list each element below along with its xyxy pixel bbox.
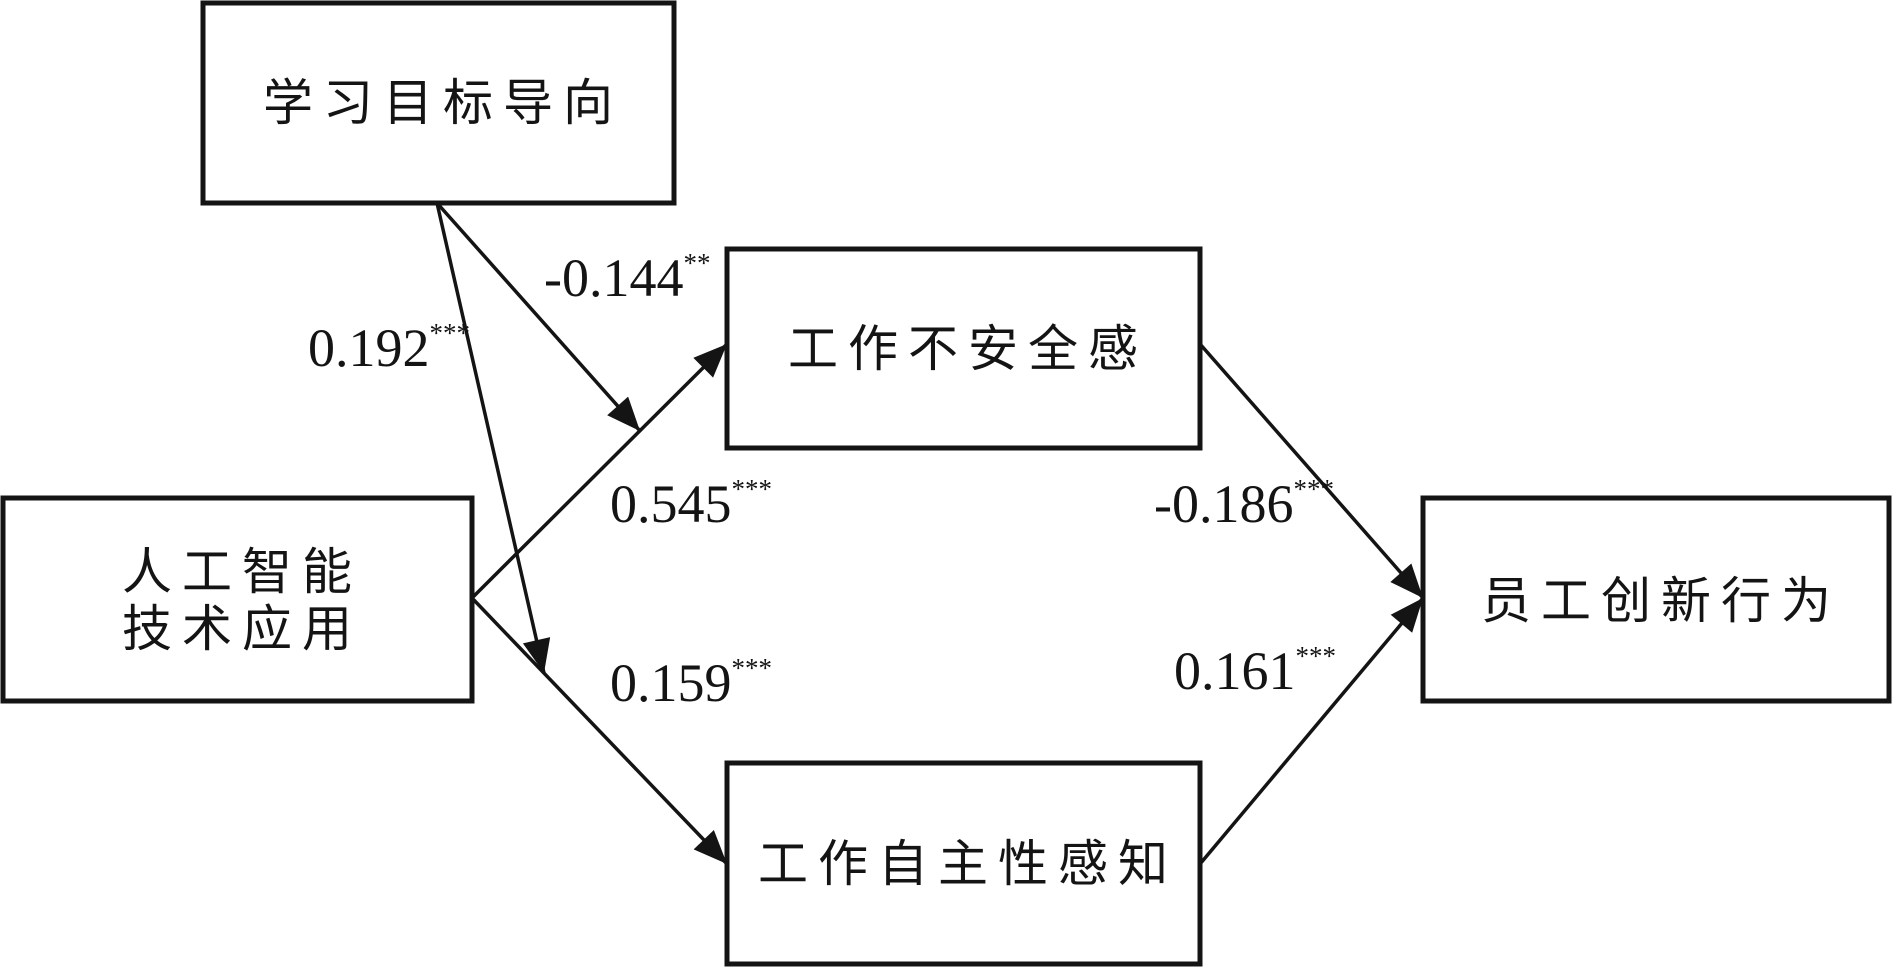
node-innovative-behavior: 员工创新行为	[1420, 495, 1892, 704]
node-box	[724, 246, 1203, 451]
node-label: 工作不安全感	[788, 320, 1148, 378]
coef-moderation-on-autonomy: 0.192***	[308, 318, 470, 378]
coef-autonomy-to-innovation: 0.161***	[1174, 641, 1336, 701]
coef-value: -0.186	[1154, 474, 1293, 534]
node-learning-goal-orientation: 学习目标导向	[200, 0, 677, 206]
node-label: 员工创新行为	[1481, 572, 1841, 630]
coef-moderation-on-insecurity: -0.144**	[544, 248, 710, 308]
significance-marker: ***	[430, 318, 471, 348]
coef-ai-to-insecurity: 0.545***	[610, 474, 772, 534]
node-ai-application: 人工智能 技术应用	[0, 495, 475, 704]
significance-marker: ***	[732, 474, 773, 504]
innovative-behavior-label: 员工创新行为	[1481, 572, 1841, 630]
learning-goal-orientation-label: 学习目标导向	[263, 74, 623, 132]
job-autonomy-label: 工作自主性感知	[758, 835, 1178, 893]
node-label-line2: 技术应用	[122, 600, 362, 658]
significance-marker: **	[683, 248, 710, 278]
significance-marker: ***	[1293, 474, 1334, 504]
edge-ai-to-autonomy	[470, 596, 729, 866]
coef-value: 0.192	[308, 318, 430, 378]
ai-application-label-line1: 人工智能	[122, 543, 362, 601]
coef-value: 0.159	[610, 653, 732, 713]
significance-marker: ***	[1296, 641, 1337, 671]
significance-marker: ***	[732, 653, 773, 683]
coef-insecurity-to-innovation: -0.186***	[1154, 474, 1334, 534]
node-label-line1: 人工智能	[122, 543, 362, 601]
node-box	[200, 0, 677, 206]
coef-value: 0.161	[1174, 641, 1296, 701]
edge-ai-to-insecurity	[470, 342, 729, 600]
node-box	[724, 760, 1203, 967]
edge-moderation-on-autonomy	[435, 202, 551, 674]
coef-ai-to-autonomy: 0.159***	[610, 653, 772, 713]
node-label: 学习目标导向	[263, 74, 623, 132]
ai-application-label-line2: 技术应用	[122, 600, 362, 658]
node-label: 工作自主性感知	[758, 835, 1178, 893]
node-job-autonomy: 工作自主性感知	[724, 760, 1203, 967]
coef-value: 0.545	[610, 474, 732, 534]
edge-moderation-on-insecurity	[435, 201, 642, 433]
edge-autonomy-to-innovation	[1198, 596, 1425, 866]
edge-insecurity-to-innovation	[1198, 342, 1425, 600]
job-insecurity-label: 工作不安全感	[788, 320, 1148, 378]
node-box	[0, 495, 475, 704]
node-box	[1420, 495, 1892, 704]
coef-value: -0.144	[544, 248, 683, 308]
node-job-insecurity: 工作不安全感	[724, 246, 1203, 451]
